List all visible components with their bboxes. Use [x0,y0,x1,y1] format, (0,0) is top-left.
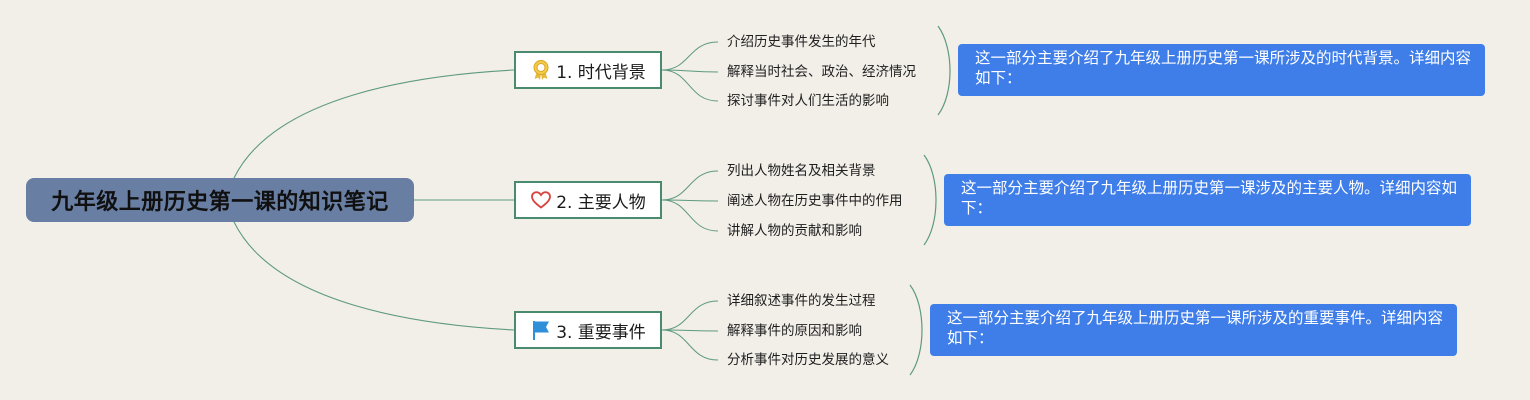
summary-brace-1 [937,25,951,116]
root-title: 九年级上册历史第一课的知识笔记 [51,190,389,215]
summary-brace-2 [923,154,937,246]
summary-note-2[interactable]: 这一部分主要介绍了九年级上册历史第一课涉及的主要人物。详细内容如下： [944,174,1471,226]
heart-icon [530,189,552,211]
flag-icon [530,319,552,341]
subtopic-1-2[interactable]: 解释当时社会、政治、经济情况 [727,64,916,80]
root-to-topic-1-line [233,69,515,179]
topic-1-label: 1. 时代背景 [556,62,646,83]
summary-note-3[interactable]: 这一部分主要介绍了九年级上册历史第一课所涉及的重要事件。详细内容如下： [930,304,1457,356]
topic-2-branch-line-3 [661,199,719,232]
topic-3-branch-line-3 [661,329,719,361]
topic-3-label: 3. 重要事件 [556,322,646,343]
topic-2-branch-line-1 [661,170,719,201]
topic-node-2[interactable]: 2. 主要人物 [514,181,662,219]
topic-node-1[interactable]: 1. 时代背景 [514,51,662,89]
topic-3-branch-line-1 [661,300,719,331]
subtopic-3-3[interactable]: 分析事件对历史发展的意义 [727,352,889,368]
subtopic-2-1[interactable]: 列出人物姓名及相关背景 [727,163,876,179]
summary-note-1[interactable]: 这一部分主要介绍了九年级上册历史第一课所涉及的时代背景。详细内容如下： [958,44,1485,96]
subtopic-3-2[interactable]: 解释事件的原因和影响 [727,323,862,339]
root-node[interactable]: 九年级上册历史第一课的知识笔记 [26,178,414,222]
subtopic-2-3[interactable]: 讲解人物的贡献和影响 [727,223,862,239]
topic-1-branch-line-3 [661,69,719,102]
subtopic-3-1[interactable]: 详细叙述事件的发生过程 [727,293,876,309]
summary-brace-3 [909,284,923,376]
subtopic-2-2[interactable]: 阐述人物在历史事件中的作用 [727,193,903,209]
topic-1-branch-line-1 [661,41,719,71]
subtopic-1-1[interactable]: 介绍历史事件发生的年代 [727,34,876,50]
topic-3-branch-line-2 [661,329,719,332]
topic-2-label: 2. 主要人物 [556,192,646,213]
subtopic-1-3[interactable]: 探讨事件对人们生活的影响 [727,93,889,109]
ribbon-badge-icon [530,59,552,81]
topic-1-branch-line-2 [661,69,719,73]
topic-node-3[interactable]: 3. 重要事件 [514,311,662,349]
topic-2-branch-line-2 [661,199,719,202]
root-to-topic-3-line [233,221,515,331]
